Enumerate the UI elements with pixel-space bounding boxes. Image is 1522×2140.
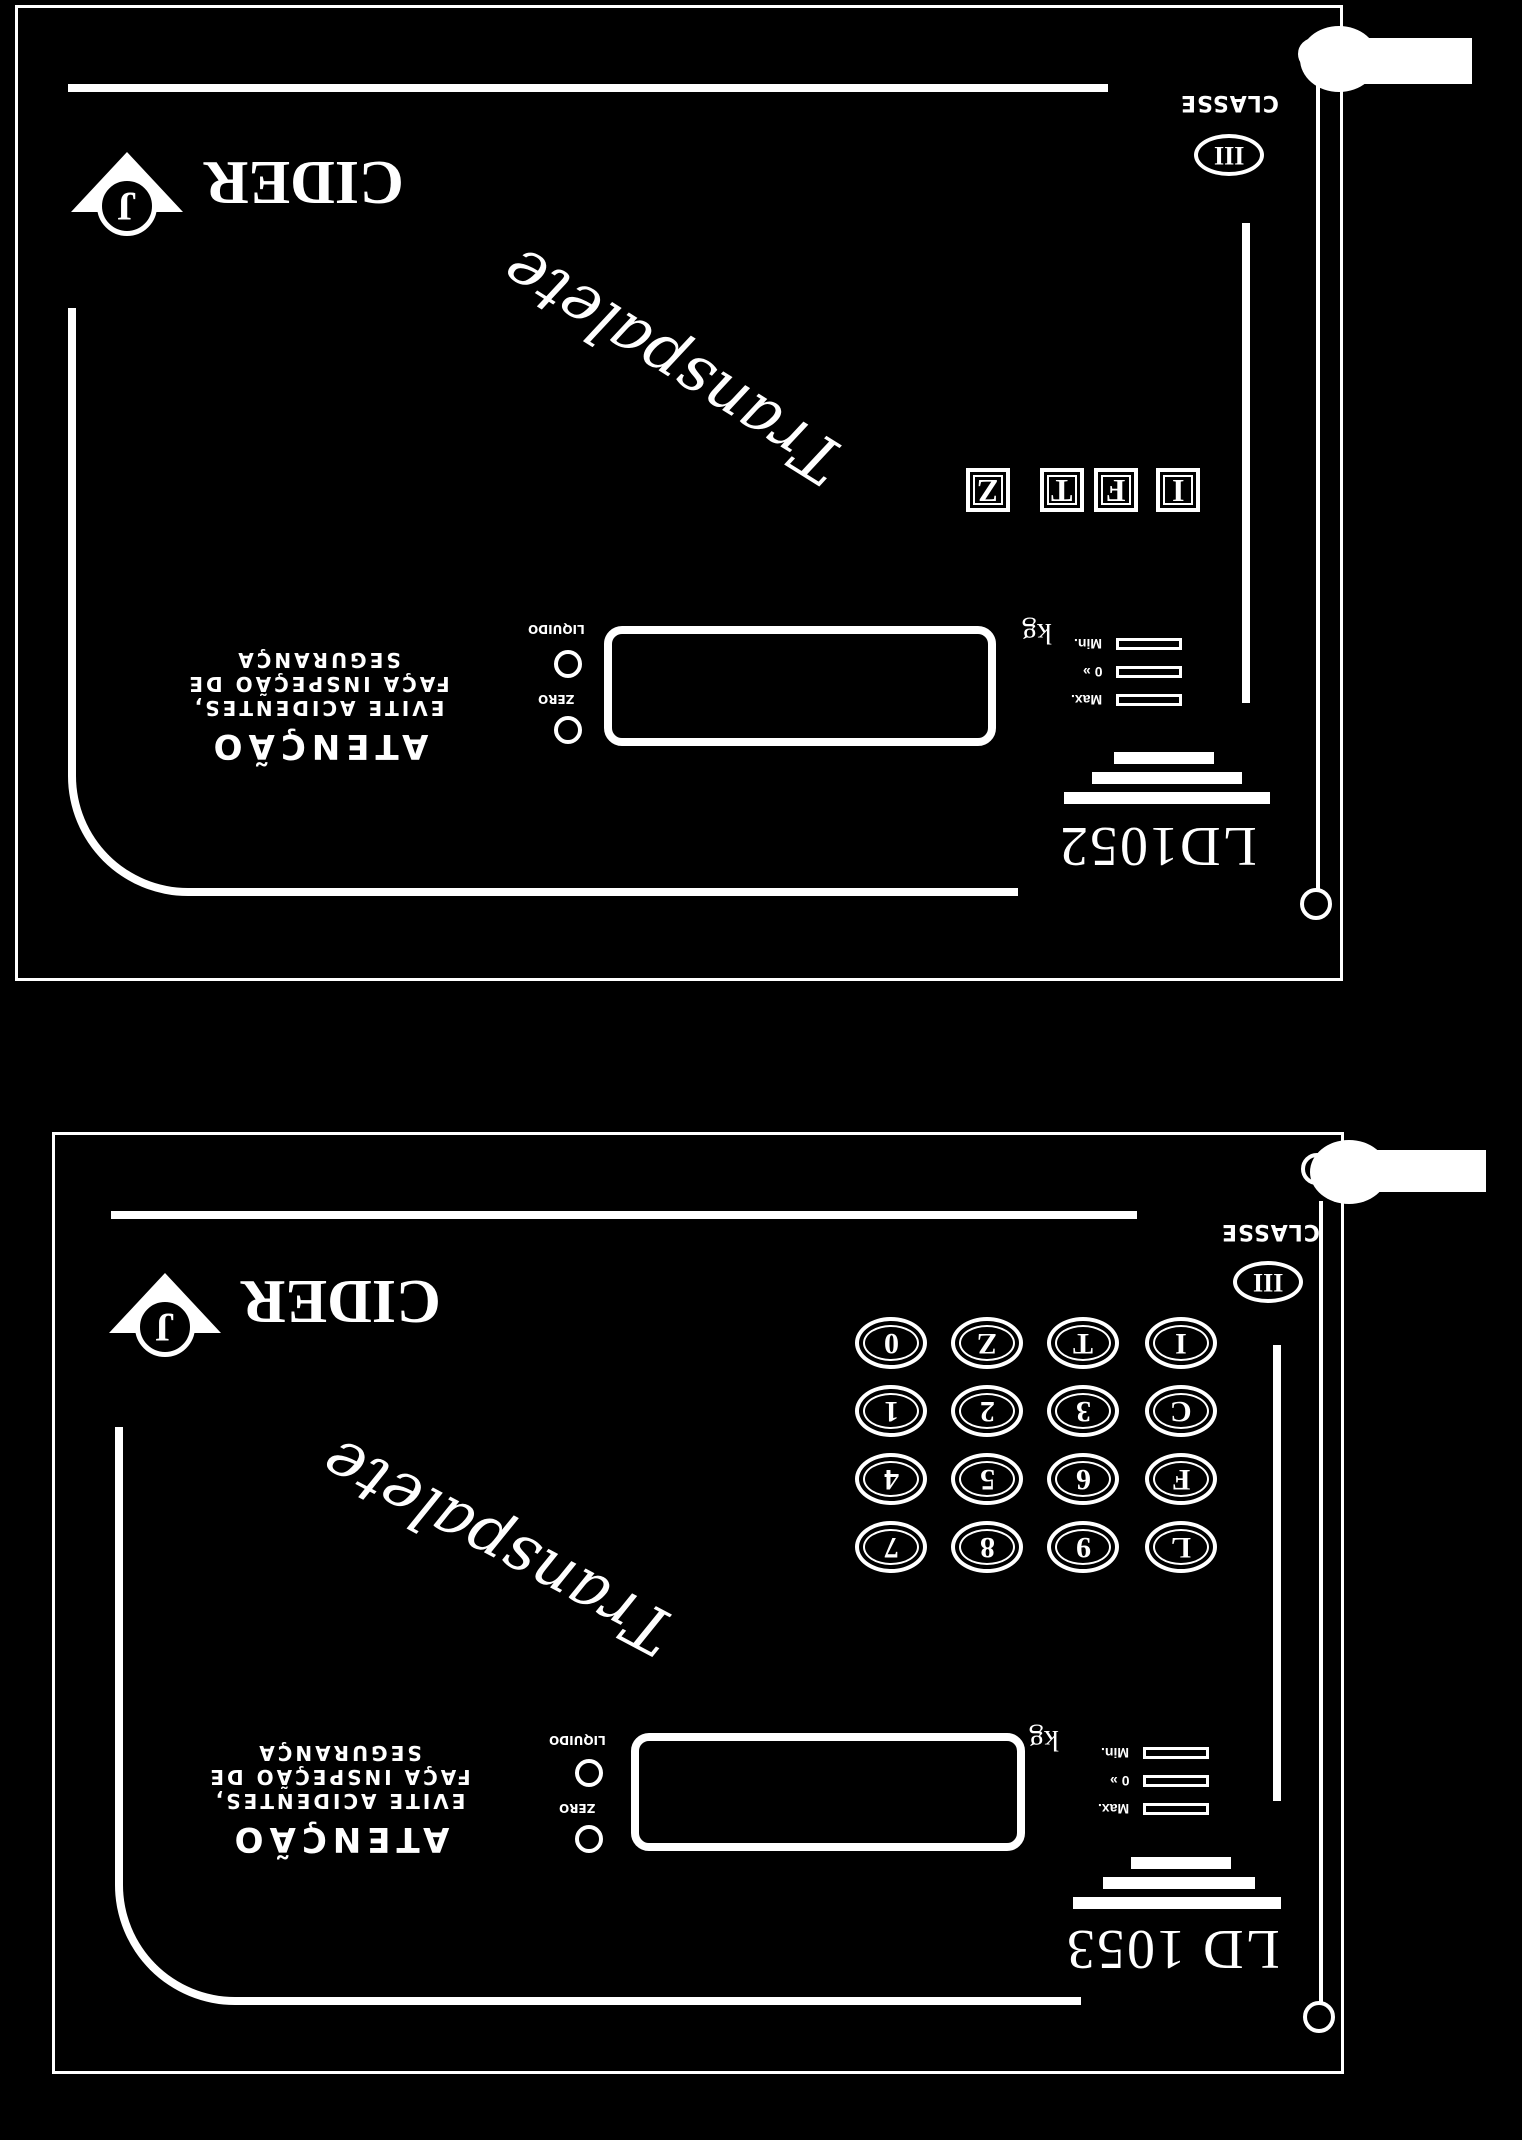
- key-l[interactable]: L: [1145, 1521, 1217, 1573]
- key-c[interactable]: C: [1145, 1385, 1217, 1437]
- key-3[interactable]: 3: [1047, 1385, 1119, 1437]
- warning-block: ATENÇÃO EVITE ACIDENTES, FAÇA INSPEÇÃO D…: [169, 1741, 509, 1859]
- key-0[interactable]: 0: [855, 1317, 927, 1369]
- warning-line2: FAÇA INSPEÇÃO DE: [207, 1765, 471, 1789]
- brand-logo: J: [109, 1273, 221, 1363]
- warning-line3: SEGURANÇA: [256, 1741, 422, 1765]
- zero-button[interactable]: [554, 716, 582, 744]
- model-number: LD 1053: [1065, 1918, 1280, 1980]
- key-1[interactable]: 1: [855, 1385, 927, 1437]
- brand-name: CIDER: [204, 148, 404, 216]
- key-t[interactable]: T: [1040, 468, 1084, 512]
- liquid-button[interactable]: [575, 1759, 603, 1787]
- warning-line1: EVITE ACIDENTES,: [212, 1789, 466, 1813]
- brand-logo: J: [71, 152, 183, 242]
- warning-title: ATENÇÃO: [207, 726, 429, 766]
- liquid-label: LIQUIDO: [549, 1733, 606, 1747]
- mount-tab-top-bar: [1350, 1150, 1486, 1192]
- warning-line1: EVITE ACIDENTES,: [191, 696, 445, 720]
- warning-line3: SEGURANÇA: [235, 648, 401, 672]
- indicator-zero: 0 »: [1093, 1773, 1209, 1789]
- liquid-button[interactable]: [554, 650, 582, 678]
- step-1: [1114, 752, 1214, 764]
- zero-button[interactable]: [575, 1825, 603, 1853]
- right-rule: [1242, 223, 1250, 703]
- unit-label: kg: [1022, 617, 1052, 650]
- zero-label: ZERO: [559, 1801, 596, 1815]
- classe-badge: III: [1233, 1261, 1303, 1303]
- key-7[interactable]: 7: [855, 1521, 927, 1573]
- edge-rail: [1316, 80, 1320, 900]
- classe-label: CLASSE: [1221, 1219, 1320, 1244]
- key-4[interactable]: 4: [855, 1453, 927, 1505]
- warning-line2: FAÇA INSPEÇÃO DE: [186, 672, 450, 696]
- indicator-max: Max.: [1066, 692, 1182, 708]
- step-3: [1073, 1897, 1281, 1909]
- step-3: [1064, 792, 1270, 804]
- indicator-min: Min.: [1093, 1745, 1209, 1761]
- key-z[interactable]: Z: [951, 1317, 1023, 1369]
- step-2: [1092, 772, 1242, 784]
- step-1: [1131, 1857, 1231, 1869]
- top-rule: [111, 1211, 1137, 1219]
- key-9[interactable]: 9: [1047, 1521, 1119, 1573]
- indicator-zero: 0 »: [1066, 664, 1182, 680]
- step-2: [1103, 1877, 1255, 1889]
- panel-ld1052: J CIDER Transpalete CLASSE III Z T F I A…: [15, 5, 1343, 981]
- key-z[interactable]: Z: [966, 468, 1010, 512]
- edge-rail: [1319, 1201, 1323, 2031]
- key-i[interactable]: I: [1156, 468, 1200, 512]
- key-t[interactable]: T: [1047, 1317, 1119, 1369]
- key-f[interactable]: F: [1094, 468, 1138, 512]
- frame-curve: [115, 1427, 1081, 2005]
- mount-tab-top-bar: [1340, 38, 1472, 84]
- panel-ld1053: J CIDER Transpalete CLASSE III 0 Z T I 1…: [52, 1132, 1344, 2074]
- classe-label: CLASSE: [1180, 90, 1279, 115]
- liquid-label: LIQUIDO: [528, 622, 585, 636]
- right-rule: [1273, 1345, 1281, 1801]
- indicator-max: Max.: [1093, 1801, 1209, 1817]
- weight-display: [604, 626, 996, 746]
- mount-hole-bottom: [1303, 2001, 1335, 2033]
- warning-block: ATENÇÃO EVITE ACIDENTES, FAÇA INSPEÇÃO D…: [148, 648, 488, 766]
- zero-label: ZERO: [538, 692, 575, 706]
- brand-name: CIDER: [241, 1267, 441, 1335]
- key-f[interactable]: F: [1145, 1453, 1217, 1505]
- model-number: LD1052: [1058, 815, 1257, 877]
- classe-badge: III: [1194, 134, 1264, 176]
- mount-hole-bottom: [1300, 888, 1332, 920]
- top-rule: [68, 84, 1108, 92]
- warning-title: ATENÇÃO: [228, 1819, 450, 1859]
- unit-label: kg: [1029, 1724, 1059, 1757]
- key-i[interactable]: I: [1145, 1317, 1217, 1369]
- weight-display: [631, 1733, 1025, 1851]
- indicator-min: Min.: [1066, 636, 1182, 652]
- frame-curve: [68, 308, 1018, 896]
